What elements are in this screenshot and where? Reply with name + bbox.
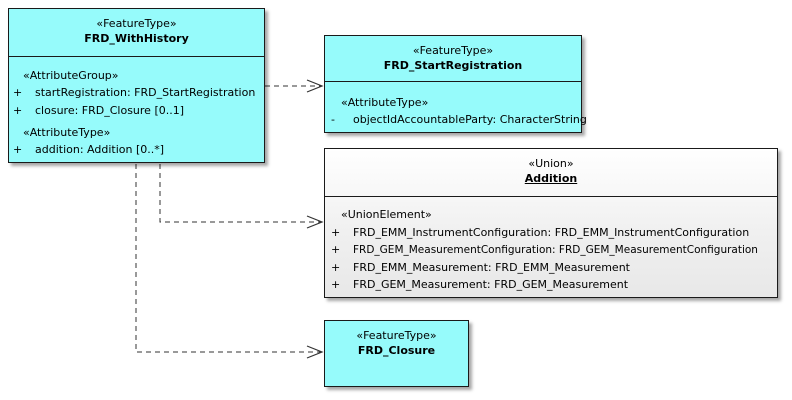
group-stereotype: «UnionElement»: [341, 208, 432, 221]
class-name[interactable]: FRD_Closure: [357, 344, 436, 357]
attribute-visibility: -: [331, 113, 335, 126]
class-divider: [325, 196, 777, 197]
arrowhead-addition: [306, 215, 324, 229]
group-stereotype: «AttributeGroup»: [23, 69, 119, 82]
class-header: «FeatureType» FRD_Closure: [325, 321, 468, 358]
attribute-start-registration[interactable]: startRegistration: FRD_StartRegistration: [35, 86, 256, 99]
attribute-visibility: +: [13, 86, 23, 99]
class-stereotype: «FeatureType»: [356, 329, 437, 342]
class-box-frd-startregistration[interactable]: «FeatureType» FRD_StartRegistration «Att…: [324, 35, 587, 133]
connector-closure[interactable]: [135, 164, 321, 353]
union-element-emm-measurement[interactable]: FRD_EMM_Measurement: FRD_EMM_Measurement: [353, 261, 630, 274]
class-header: «FeatureType» FRD_WithHistory: [9, 9, 264, 57]
union-element-gem-measurement-configuration[interactable]: FRD_GEM_MeasurementConfiguration: FRD_GE…: [353, 244, 758, 256]
attribute-visibility: +: [331, 243, 341, 256]
union-element-emm-instrument-configuration[interactable]: FRD_EMM_InstrumentConfiguration: FRD_EMM…: [353, 226, 750, 239]
class-header: «FeatureType» FRD_StartRegistration: [325, 36, 581, 82]
union-element-gem-measurement[interactable]: FRD_GEM_Measurement: FRD_GEM_Measurement: [353, 278, 629, 291]
class-name[interactable]: FRD_StartRegistration: [383, 59, 523, 72]
class-stereotype: «Union»: [528, 157, 574, 170]
group-stereotype: «AttributeType»: [23, 126, 111, 139]
class-stereotype: «FeatureType»: [96, 17, 177, 30]
class-box-frd-closure[interactable]: «FeatureType» FRD_Closure: [324, 320, 469, 387]
class-box-addition[interactable]: «Union» Addition «UnionElement» + FRD_EM…: [324, 148, 778, 298]
attribute-addition[interactable]: addition: Addition [0..*]: [35, 143, 165, 156]
attribute-visibility: +: [331, 261, 341, 274]
arrowhead-closure: [306, 345, 324, 359]
class-divider: [9, 56, 264, 57]
class-divider: [325, 81, 581, 82]
attribute-objectid-accountable-party[interactable]: objectIdAccountableParty: CharacterStrin…: [353, 113, 587, 126]
attribute-visibility: +: [13, 143, 23, 156]
attribute-visibility: +: [331, 278, 341, 291]
class-name[interactable]: Addition: [524, 172, 578, 185]
attribute-visibility: +: [13, 104, 23, 117]
arrowhead-startregistration: [306, 79, 324, 93]
connector-addition[interactable]: [159, 164, 321, 223]
group-stereotype: «AttributeType»: [341, 96, 429, 109]
attribute-visibility: +: [331, 226, 341, 239]
class-stereotype: «FeatureType»: [412, 44, 494, 57]
attribute-closure[interactable]: closure: FRD_Closure [0..1]: [35, 104, 185, 117]
class-header: «Union» Addition: [325, 149, 777, 197]
class-box-frd-withhistory[interactable]: «FeatureType» FRD_WithHistory «Attribute…: [8, 8, 265, 163]
class-name[interactable]: FRD_WithHistory: [84, 32, 189, 45]
